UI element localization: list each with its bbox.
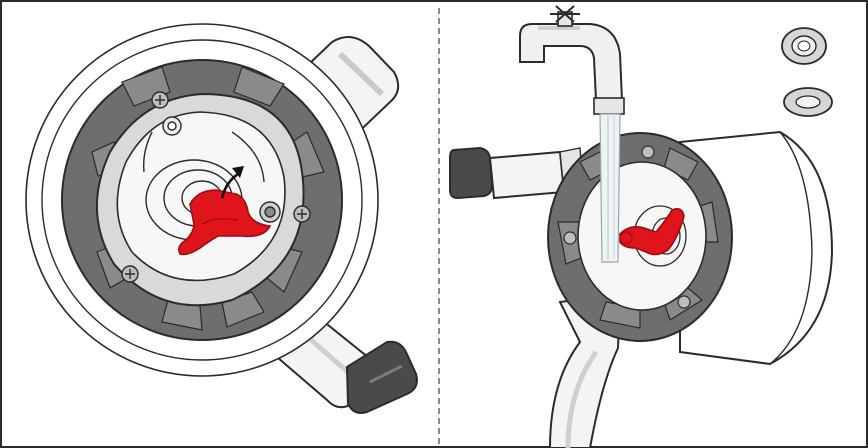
- red-lever: [178, 189, 272, 256]
- rotate-arrow-icon: [220, 166, 244, 199]
- panel-divider: [438, 8, 440, 444]
- water-stream: [599, 113, 621, 263]
- screw-icon: [563, 145, 691, 309]
- red-lever: [619, 208, 685, 256]
- panel-rotate-lever: [2, 2, 438, 448]
- seal-ring-icon: [781, 27, 827, 65]
- filter-housing-top-view: [25, 23, 418, 414]
- filter-housing-side-view: [449, 5, 834, 448]
- seal-ring-icon: [783, 87, 833, 117]
- faucet-icon: [519, 5, 625, 115]
- panel-rinse-under-tap: [440, 2, 868, 448]
- screw-icon: [121, 91, 311, 283]
